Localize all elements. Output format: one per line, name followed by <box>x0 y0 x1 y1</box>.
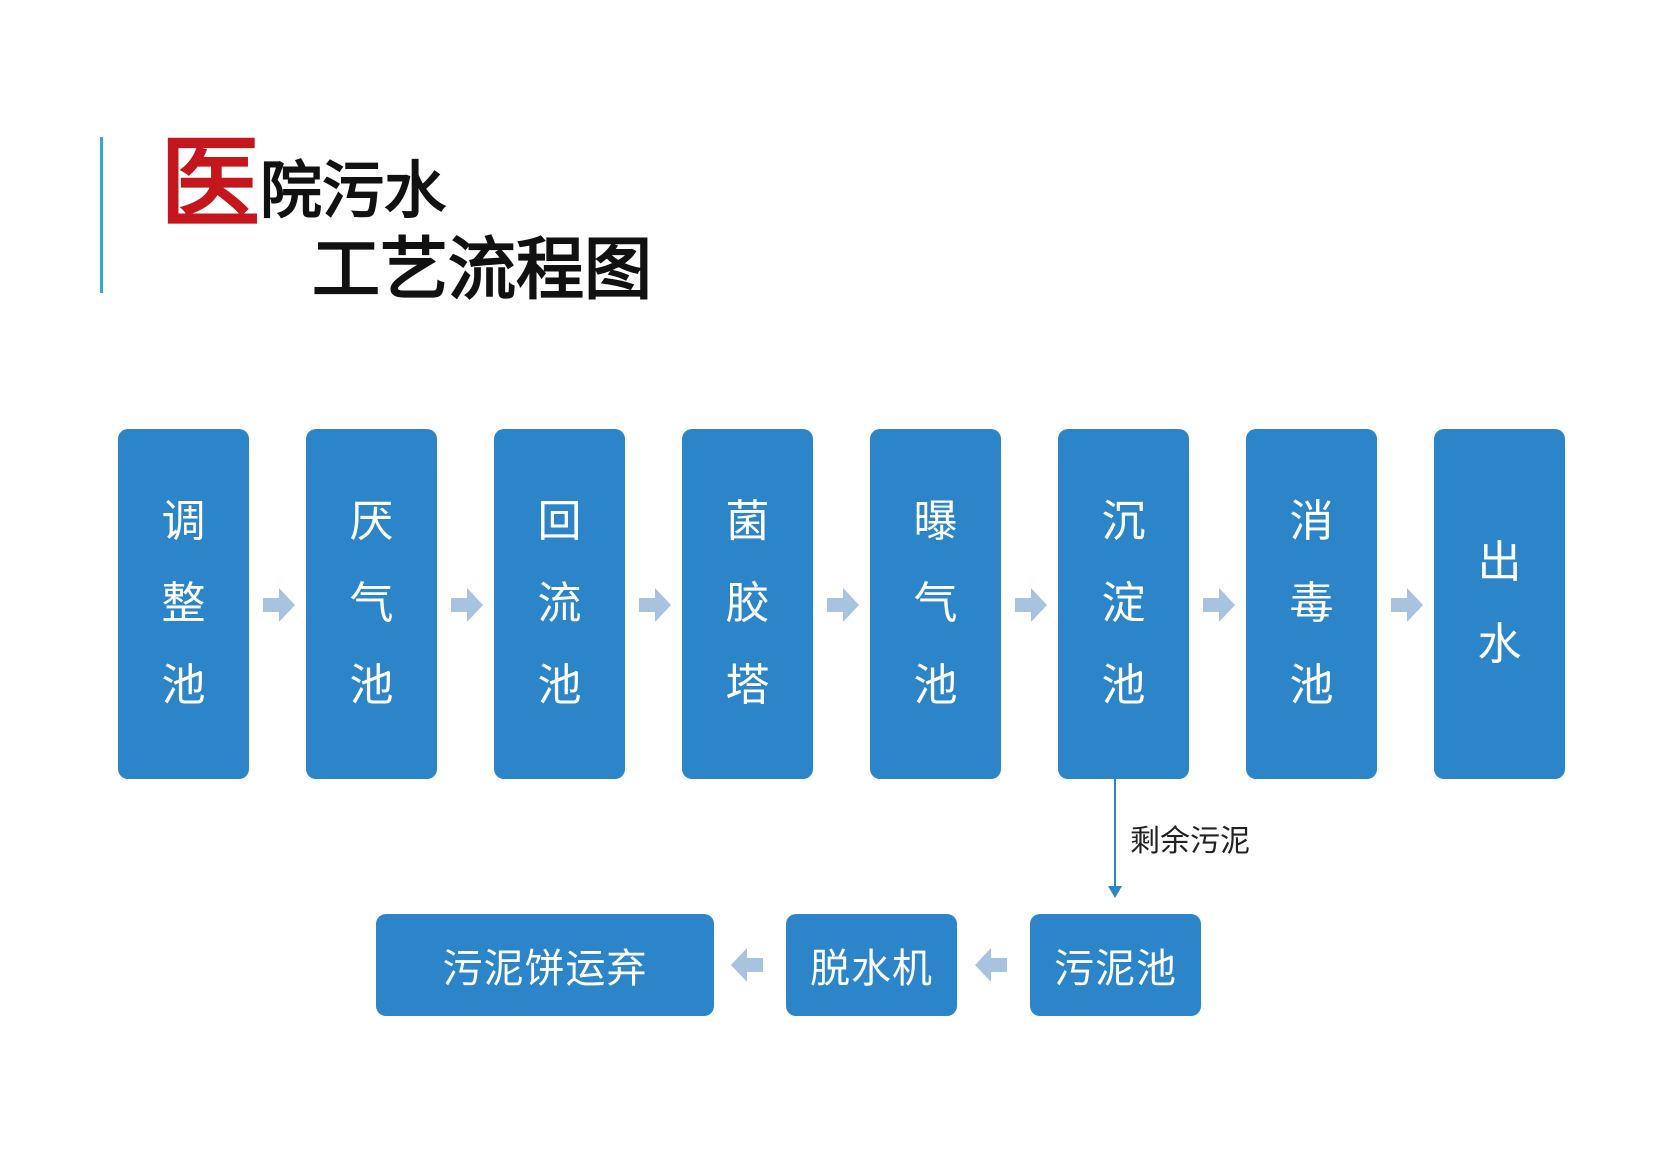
process-box-regulating-tank: 调 整 池 <box>118 429 249 779</box>
sludge-arrow-down-icon <box>1108 886 1122 898</box>
flow-arrow-right-icon <box>263 588 295 622</box>
excess-sludge-label: 剩余污泥 <box>1130 824 1250 859</box>
diagram-title-line2: 工艺流程图 <box>312 230 653 310</box>
box-char: 池 <box>1289 660 1334 711</box>
box-char: 出 <box>1477 537 1522 588</box>
flow-arrow-right-icon <box>1391 588 1423 622</box>
flow-arrow-right-icon <box>451 588 483 622</box>
box-char: 池 <box>537 660 582 711</box>
flow-arrow-left-icon <box>731 948 763 982</box>
box-char: 回 <box>537 496 582 547</box>
box-char: 池 <box>1101 660 1146 711</box>
flow-arrow-right-icon <box>1203 588 1235 622</box>
flow-arrow-left-icon <box>975 948 1007 982</box>
box-char: 气 <box>913 578 958 629</box>
box-char: 厌 <box>349 496 394 547</box>
process-box-disinfection-tank: 消 毒 池 <box>1246 429 1377 779</box>
sludge-cake-disposal-box: 污泥饼运弃 <box>376 914 714 1016</box>
box-char: 消 <box>1289 496 1334 547</box>
box-char: 池 <box>161 660 206 711</box>
diagram-title-line1: 医院污水 <box>160 133 446 233</box>
process-box-zoogloea-tower: 菌 胶 塔 <box>682 429 813 779</box>
box-char: 曝 <box>913 496 958 547</box>
title-accent-line <box>100 137 103 293</box>
dewatering-machine-box: 脱水机 <box>786 914 957 1016</box>
title-line1-rest: 院污水 <box>260 154 447 227</box>
process-box-anaerobic-tank: 厌 气 池 <box>306 429 437 779</box>
sludge-connector-line <box>1114 779 1116 889</box>
flow-arrow-right-icon <box>827 588 859 622</box>
box-char: 气 <box>349 578 394 629</box>
box-char: 毒 <box>1289 578 1334 629</box>
process-box-aeration-tank: 曝 气 池 <box>870 429 1001 779</box>
title-first-char: 医 <box>160 124 260 242</box>
process-box-sedimentation-tank: 沉 淀 池 <box>1058 429 1189 779</box>
box-char: 水 <box>1477 619 1522 670</box>
box-char: 调 <box>161 496 206 547</box>
flow-arrow-right-icon <box>639 588 671 622</box>
box-char: 塔 <box>725 660 770 711</box>
box-char: 沉 <box>1101 496 1146 547</box>
box-char: 胶 <box>725 578 770 629</box>
box-char: 池 <box>913 660 958 711</box>
box-char: 整 <box>161 578 206 629</box>
box-char: 池 <box>349 660 394 711</box>
process-box-return-tank: 回 流 池 <box>494 429 625 779</box>
box-char: 菌 <box>725 496 770 547</box>
process-box-effluent: 出 水 <box>1434 429 1565 779</box>
flow-arrow-right-icon <box>1015 588 1047 622</box>
box-char: 淀 <box>1101 578 1146 629</box>
sludge-pool-box: 污泥池 <box>1030 914 1201 1016</box>
box-char: 流 <box>537 578 582 629</box>
